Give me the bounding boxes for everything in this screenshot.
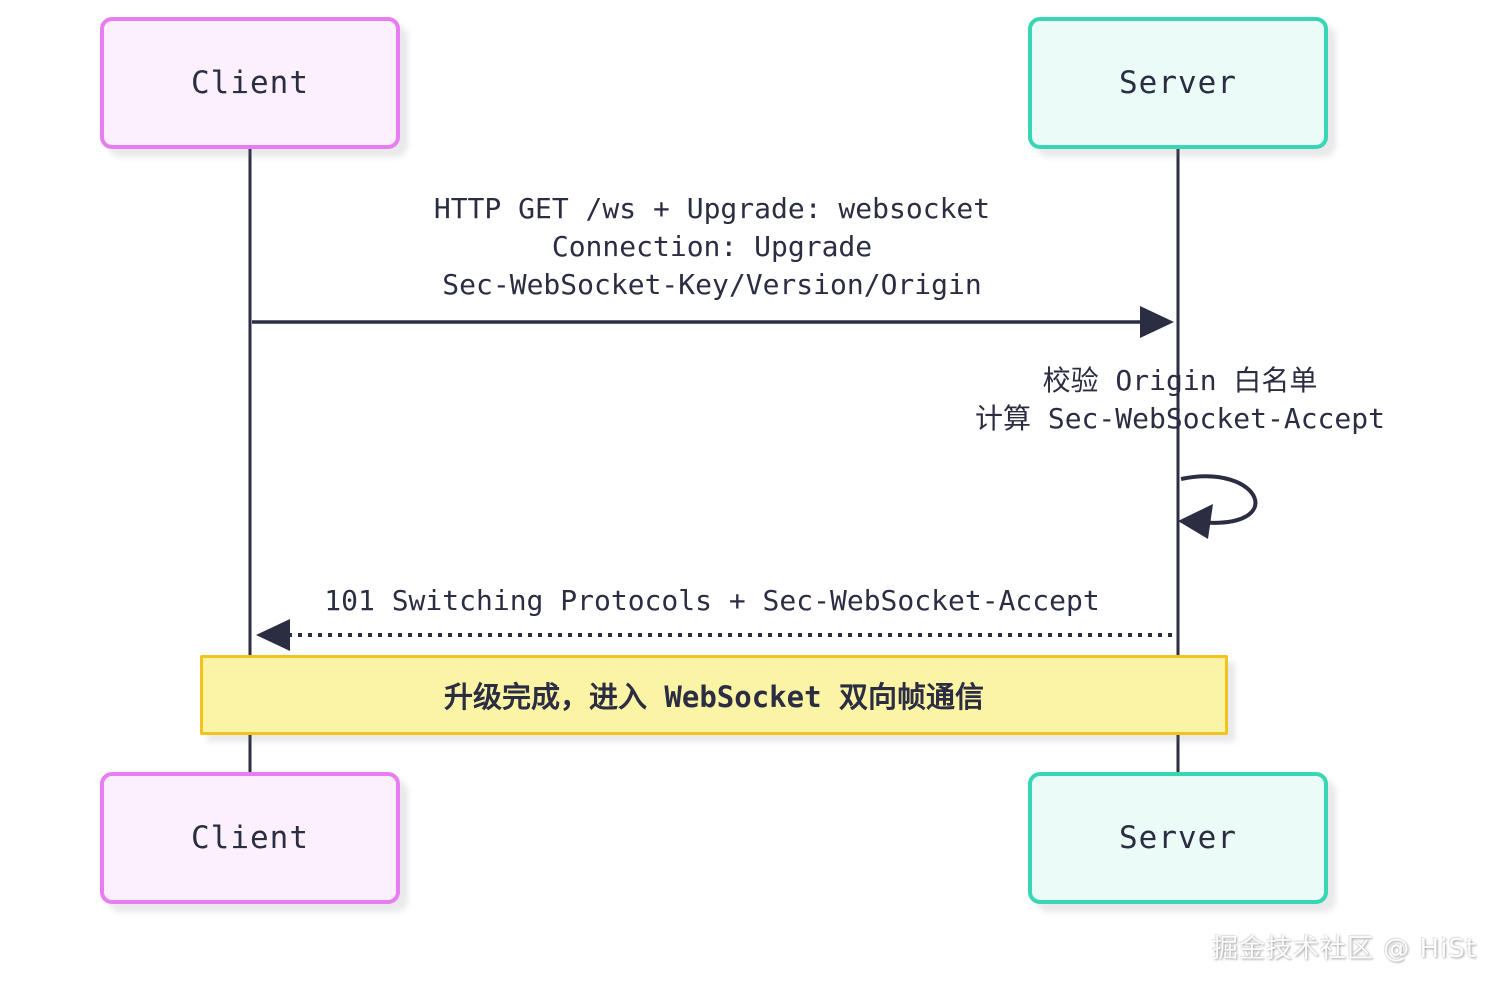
actor-server-bottom: Server [1028, 772, 1328, 904]
request-arrowhead [1140, 306, 1174, 338]
self-loop-arrow [1180, 474, 1258, 525]
actor-client-top: Client [100, 17, 400, 149]
self-loop-line-1: 校验 Origin 白名单 [1042, 364, 1318, 397]
self-loop-arrowhead [1178, 504, 1213, 539]
request-line-2: Connection: Upgrade [551, 230, 873, 263]
watermark: 掘金技术社区 @ HiSt [1211, 934, 1477, 964]
request-line-1: HTTP GET /ws + Upgrade: websocket [433, 192, 991, 225]
response-line-1: 101 Switching Protocols + Sec-WebSocket-… [324, 584, 1100, 617]
request-message-label: HTTP GET /ws + Upgrade: websocket Connec… [252, 190, 1172, 304]
actor-client-bottom: Client [100, 772, 400, 904]
actor-client-label-bottom: Client [191, 820, 309, 856]
actor-server-label: Server [1119, 65, 1237, 101]
response-arrowhead [256, 619, 290, 651]
actor-server-top: Server [1028, 17, 1328, 149]
actor-client-label: Client [191, 65, 309, 101]
self-loop-line-2: 计算 Sec-WebSocket-Accept [974, 402, 1385, 435]
actor-server-label-bottom: Server [1119, 820, 1237, 856]
self-loop-label: 校验 Origin 白名单 计算 Sec-WebSocket-Accept [960, 362, 1400, 438]
request-line-3: Sec-WebSocket-Key/Version/Origin [442, 268, 982, 301]
response-message-label: 101 Switching Protocols + Sec-WebSocket-… [252, 582, 1172, 620]
note-text: 升级完成，进入 WebSocket 双向帧通信 [443, 680, 985, 714]
upgrade-complete-note: 升级完成，进入 WebSocket 双向帧通信 [200, 655, 1228, 735]
